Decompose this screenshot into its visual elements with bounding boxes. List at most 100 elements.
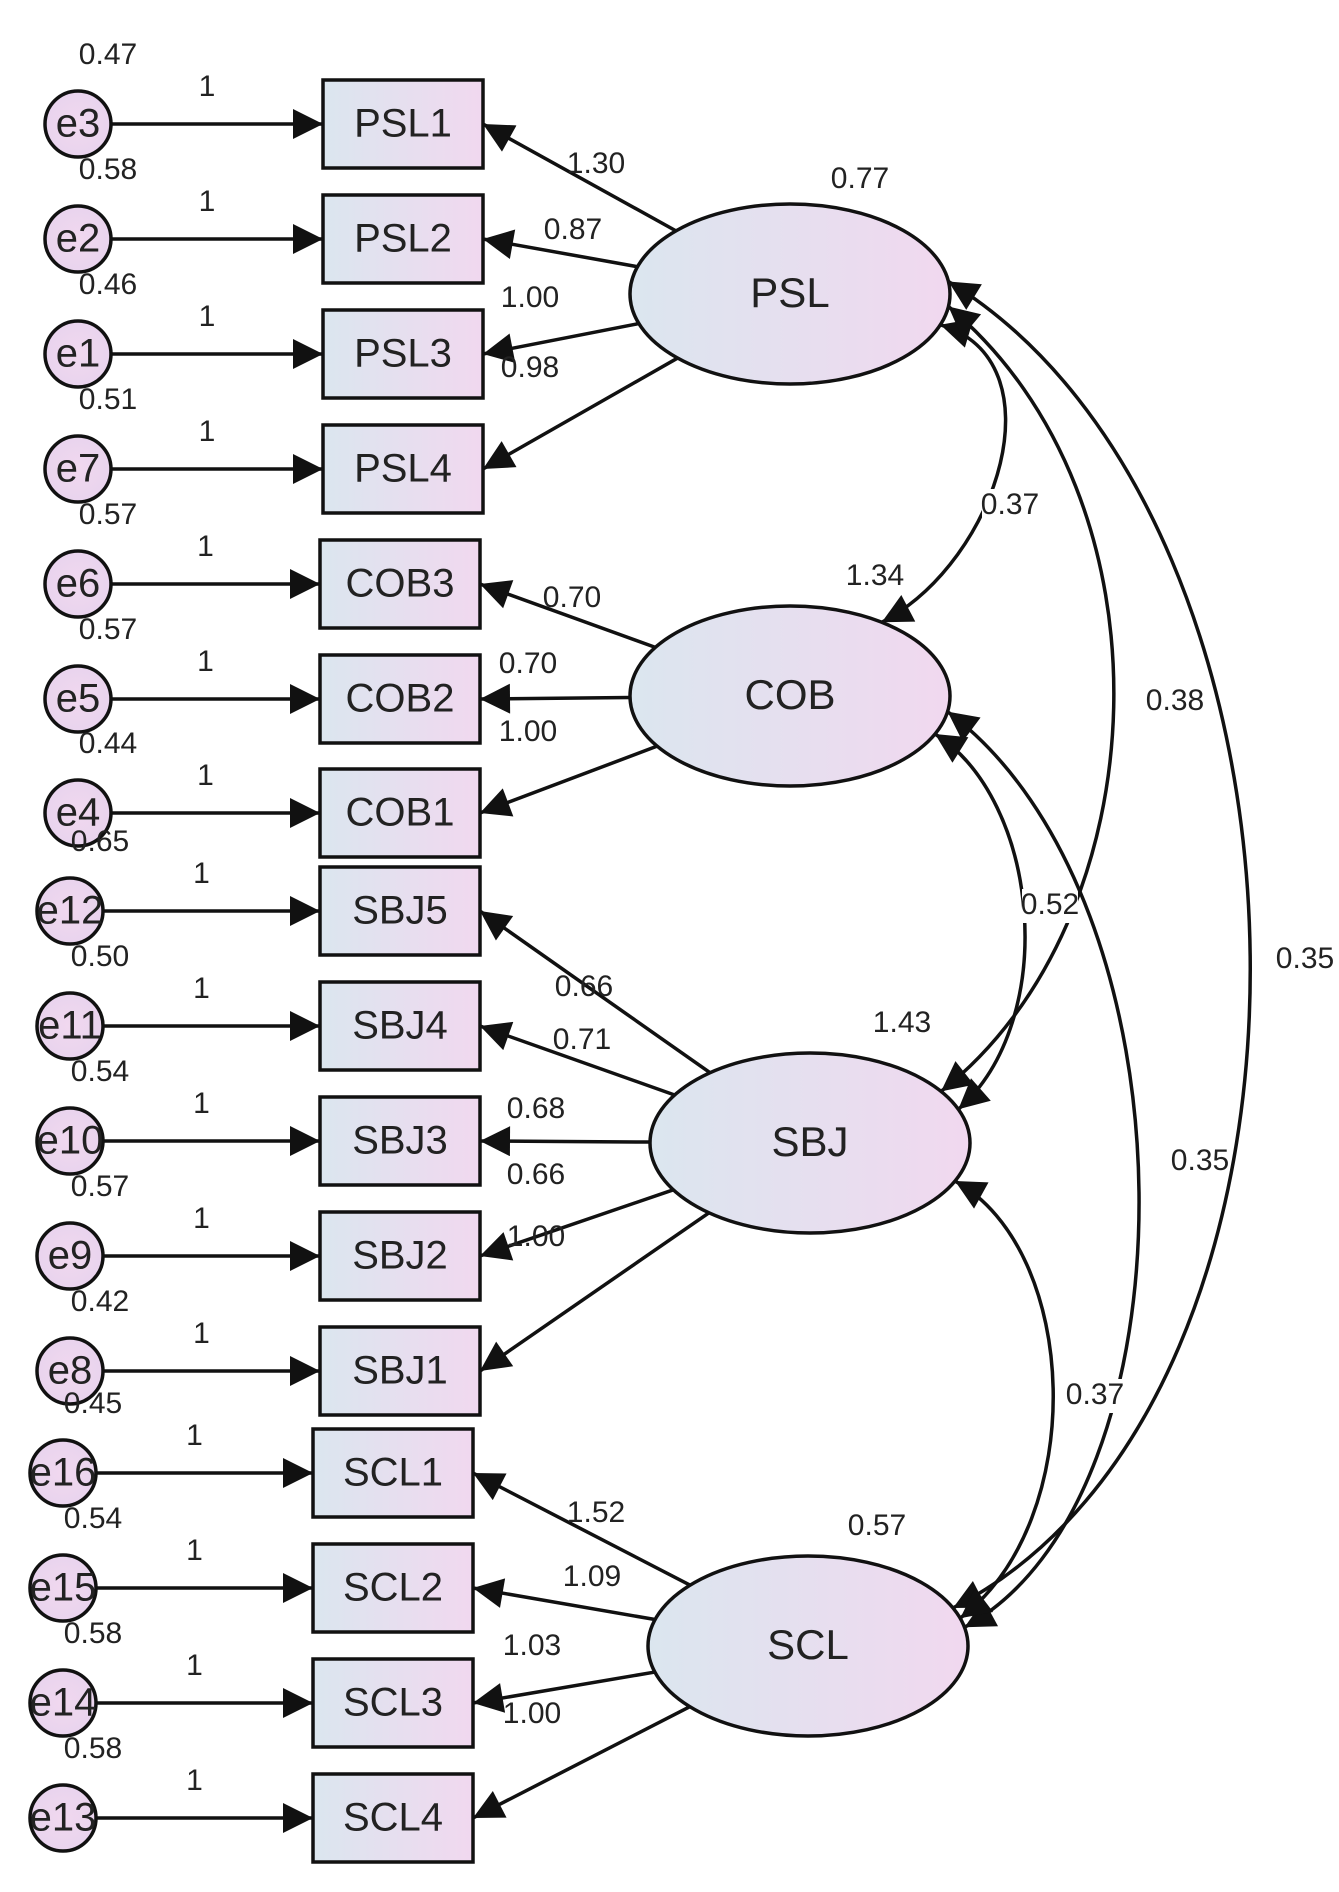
error-label: e9 — [48, 1234, 93, 1278]
loading-label: 0.98 — [501, 351, 559, 384]
latent-label: SBJ — [771, 1118, 848, 1165]
error-path-label: 1 — [199, 415, 216, 448]
loading-label: 0.70 — [543, 581, 601, 614]
error-variance-label: 0.44 — [79, 727, 137, 760]
covariance-arrow-psl-sbj — [939, 305, 1116, 1093]
loading-label: 1.30 — [567, 147, 625, 180]
covariance-label: 0.37 — [1066, 1378, 1124, 1411]
loading-path-arrow — [472, 1471, 691, 1587]
error-variance-label: 0.58 — [64, 1617, 122, 1650]
loading-label: 1.52 — [567, 1496, 625, 1529]
loading-label: 0.66 — [555, 970, 613, 1003]
indicator-box-scl3 — [311, 1657, 475, 1749]
covariance-label: 0.35 — [1276, 942, 1334, 975]
error-circle-e11 — [35, 991, 105, 1061]
loading-path-arrow — [482, 122, 677, 233]
loading-path-arrow — [482, 229, 638, 269]
loading-path-arrow — [482, 356, 679, 471]
error-circle-e9 — [35, 1221, 105, 1291]
indicator-box-cob3 — [318, 538, 482, 630]
error-label: e4 — [56, 791, 101, 835]
loading-path-arrow — [472, 1578, 656, 1622]
error-label: e6 — [56, 562, 101, 606]
covariance-arrow-cob-sbj — [934, 732, 1027, 1111]
indicator-box-psl4 — [321, 423, 485, 515]
error-variance-label: 0.47 — [79, 38, 137, 71]
covariance-label-bg — [1172, 1145, 1228, 1179]
error-label: e14 — [30, 1681, 97, 1725]
error-label: e3 — [56, 102, 101, 146]
error-circle-e14 — [28, 1668, 98, 1738]
error-path-label: 1 — [199, 185, 216, 218]
loading-label: 0.66 — [507, 1158, 565, 1191]
error-label: e7 — [56, 447, 101, 491]
indicator-box-psl3 — [321, 308, 485, 400]
latent-variance-label: 1.34 — [846, 559, 904, 592]
loading-path-arrow — [482, 321, 640, 363]
loading-label: 1.00 — [507, 1220, 565, 1253]
error-variance-label: 0.42 — [71, 1285, 129, 1318]
covariance-label-bg — [1277, 943, 1333, 977]
error-circle-e7 — [43, 434, 113, 504]
error-path-label: 1 — [193, 1202, 210, 1235]
error-variance-label: 0.51 — [79, 383, 137, 416]
error-label: e1 — [56, 332, 101, 376]
covariance-arrow-sbj-scl — [954, 1179, 1055, 1620]
covariance-label: 0.35 — [1171, 1144, 1229, 1177]
loading-path-arrow — [479, 1126, 651, 1157]
indicator-box-cob1 — [318, 767, 482, 859]
error-label: e10 — [37, 1119, 104, 1163]
error-variance-label: 0.58 — [79, 153, 137, 186]
error-path-label: 1 — [193, 1317, 210, 1350]
loading-path-arrow — [478, 909, 712, 1075]
indicator-label: SBJ3 — [352, 1119, 448, 1163]
error-variance-label: 0.57 — [79, 498, 137, 531]
loading-path-arrow — [479, 580, 656, 650]
error-path-label: 1 — [193, 857, 210, 890]
path-layer — [96, 109, 712, 1833]
indicator-label: SBJ2 — [352, 1234, 448, 1278]
indicator-box-scl4 — [311, 1772, 475, 1864]
error-circle-e16 — [28, 1438, 98, 1508]
indicator-box-sbj3 — [318, 1095, 482, 1187]
covariance-label-bg — [1147, 685, 1203, 719]
indicator-box-psl2 — [321, 193, 485, 285]
error-variance-label: 0.54 — [64, 1502, 122, 1535]
latent-label: COB — [744, 671, 835, 718]
error-label: e13 — [30, 1796, 97, 1840]
error-variance-label: 0.46 — [79, 268, 137, 301]
loading-path-arrow — [479, 744, 658, 817]
error-path-label: 1 — [193, 1087, 210, 1120]
loading-path-arrow — [472, 1705, 691, 1820]
covariance-arrow-psl-scl — [947, 279, 1252, 1610]
error-circle-e6 — [43, 549, 113, 619]
loading-path-arrow — [479, 683, 631, 714]
indicator-label: SBJ4 — [352, 1004, 448, 1048]
error-label: e15 — [30, 1566, 97, 1610]
indicator-label: PSL1 — [354, 102, 452, 146]
error-circle-e1 — [43, 319, 113, 389]
loading-label: 1.09 — [563, 1560, 621, 1593]
error-circle-e8 — [35, 1336, 105, 1406]
indicator-label: PSL2 — [354, 217, 452, 261]
indicator-label: SCL4 — [343, 1796, 443, 1840]
error-variance-label: 0.45 — [64, 1387, 122, 1420]
indicator-box-sbj4 — [318, 980, 482, 1072]
error-circle-e3 — [43, 89, 113, 159]
latent-variance-label: 0.77 — [831, 162, 889, 195]
covariance-arrow-cob-scl — [946, 710, 1141, 1629]
error-path-label: 1 — [199, 70, 216, 103]
error-circle-e13 — [28, 1783, 98, 1853]
indicator-box-scl1 — [311, 1427, 475, 1519]
indicator-label: PSL4 — [354, 447, 452, 491]
loading-path-arrow — [479, 1021, 676, 1097]
indicator-box-sbj2 — [318, 1210, 482, 1302]
indicator-box-scl2 — [311, 1542, 475, 1634]
latent-ellipse-scl — [646, 1554, 970, 1738]
error-path-label: 1 — [186, 1764, 203, 1797]
indicator-box-sbj1 — [318, 1325, 482, 1417]
indicator-label: SCL3 — [343, 1681, 443, 1725]
covariance-label-bg — [982, 489, 1038, 523]
indicator-box-sbj5 — [318, 865, 482, 957]
